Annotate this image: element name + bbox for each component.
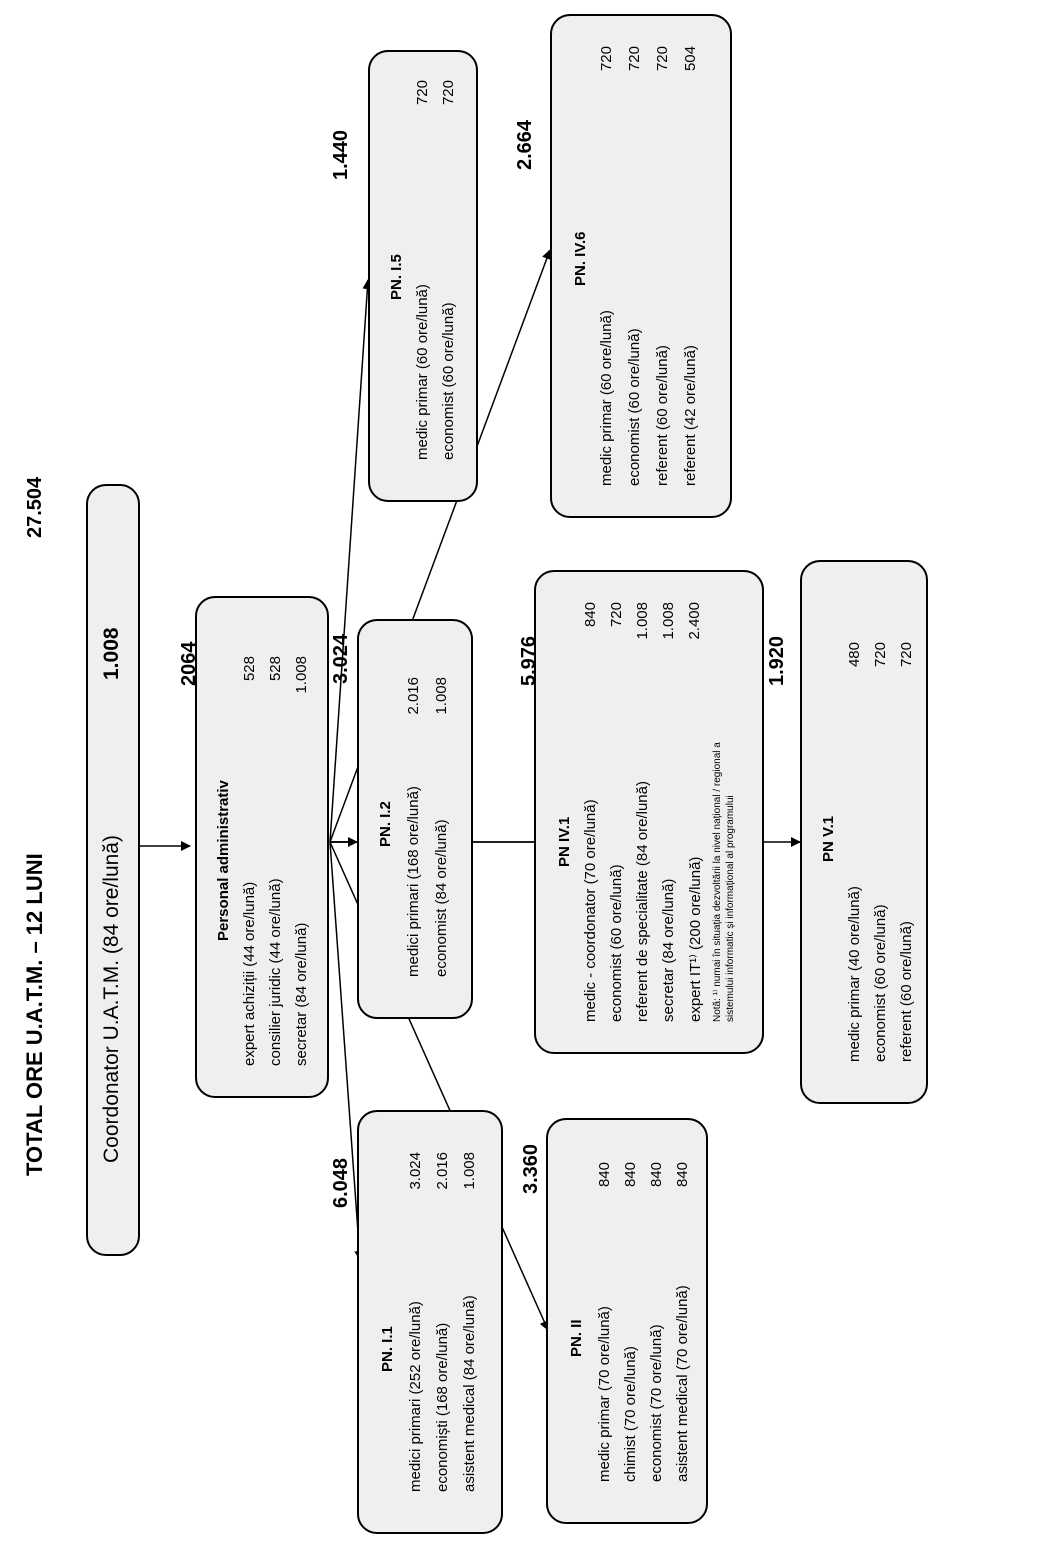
- pn-i1-row-value: 3.024: [407, 1152, 424, 1190]
- pn-i5-row-label: economist (60 ore/lună): [440, 302, 457, 460]
- pn-iv6-box: PN. IV.6 medic primar (60 ore/lună) 720 …: [550, 14, 732, 518]
- pn-iv1-note: sistemului informatic și informațional a…: [725, 795, 736, 1022]
- admin-row-value: 1.008: [293, 656, 310, 694]
- pn-ii-row-label: chimist (70 ore/lună): [622, 1346, 639, 1482]
- pn-i1-row-value: 1.008: [461, 1152, 478, 1190]
- pn-ii-row-value: 840: [648, 1162, 665, 1188]
- pn-i1-row-label: economiști (168 ore/lună): [434, 1322, 451, 1492]
- pn-v1-title: PN V.1: [820, 815, 837, 862]
- pn-i5-row-label: medic primar (60 ore/lună): [414, 284, 431, 460]
- arrow-to-pn-i1: [329, 841, 365, 1261]
- pn-iv6-row-value: 720: [654, 46, 671, 72]
- pn-ii-row-label: asistent medical (70 ore/lună): [674, 1285, 691, 1482]
- grand-total: 27.504: [24, 476, 46, 538]
- pn-iv1-box: PN IV.1 medic - coordonator (70 ore/lună…: [534, 570, 764, 1054]
- pn-ii-row-value: 840: [674, 1162, 691, 1188]
- pn-i1-total: 6.048: [330, 1157, 352, 1208]
- pn-i2-total: 3.024: [330, 633, 352, 684]
- admin-row-value: 528: [267, 656, 284, 682]
- pn-iv1-note: Notă: ¹⁾ numai în situația dezvoltării l…: [712, 742, 723, 1022]
- pn-iv6-row-label: referent (60 ore/lună): [654, 345, 671, 486]
- pn-iv6-row-label: medic primar (60 ore/lună): [598, 310, 615, 486]
- pn-i2-row-value: 1.008: [433, 677, 450, 715]
- pn-ii-row-label: economist (70 ore/lună): [648, 1324, 665, 1482]
- pn-iv6-row-label: referent (42 ore/lună): [682, 345, 699, 486]
- pn-ii-row-value: 840: [622, 1162, 639, 1188]
- admin-row-label: consilier juridic (44 ore/lună): [267, 878, 284, 1066]
- pn-i5-row-value: 720: [414, 80, 431, 106]
- coordinator-label: Coordonator U.A.T.M. (84 ore/lună): [100, 835, 123, 1163]
- pn-i5-row-value: 720: [440, 80, 457, 106]
- pn-iv6-row-value: 720: [598, 46, 615, 72]
- pn-i5-box: PN. I.5 medic primar (60 ore/lună) 720 e…: [368, 50, 478, 502]
- pn-ii-row-label: medic primar (70 ore/lună): [596, 1306, 613, 1482]
- pn-iv6-title: PN. IV.6: [572, 231, 589, 286]
- pn-v1-row-value: 720: [898, 642, 915, 668]
- pn-iv1-row-value: 2.400: [686, 602, 703, 640]
- admin-row-label: expert achiziții (44 ore/lună): [241, 881, 258, 1066]
- pn-i2-box: PN. I.2 medici primari (168 ore/lună) 2.…: [357, 619, 473, 1019]
- coordinator-box: Coordonator U.A.T.M. (84 ore/lună) 1.008: [86, 484, 140, 1256]
- pn-v1-row-label: referent (60 ore/lună): [898, 921, 915, 1062]
- pn-v1-row-value: 720: [872, 642, 889, 668]
- pn-iv6-row-label: economist (60 ore/lună): [626, 328, 643, 486]
- arrow-to-pn-i5: [329, 279, 373, 843]
- pn-ii-total: 3.360: [520, 1143, 542, 1194]
- pn-i2-row-value: 2.016: [405, 677, 422, 715]
- pn-iv1-row-value: 720: [608, 602, 625, 628]
- admin-row-value: 528: [241, 656, 258, 682]
- pn-iv1-row-label: secretar (84 ore/lună): [660, 878, 677, 1022]
- pn-i2-row-label: medici primari (168 ore/lună): [405, 786, 422, 977]
- pn-iv1-row-label: economist (60 ore/lună): [608, 864, 625, 1022]
- pn-i5-total: 1.440: [330, 129, 352, 180]
- pn-v1-box: PN V.1 medic primar (40 ore/lună) 480 ec…: [800, 560, 928, 1104]
- pn-iv6-row-value: 720: [626, 46, 643, 72]
- pn-ii-box: PN. II medic primar (70 ore/lună) 840 ch…: [546, 1118, 708, 1524]
- pn-i1-box: PN. I.1 medici primari (252 ore/lună) 3.…: [357, 1110, 503, 1534]
- pn-iv1-row-label: referent de specialitate (84 ore/lună): [634, 781, 651, 1022]
- pn-v1-row-label: medic primar (40 ore/lună): [846, 886, 863, 1062]
- pn-iv1-row-value: 1.008: [660, 602, 677, 640]
- pn-i5-title: PN. I.5: [388, 254, 405, 300]
- pn-v1-row-label: economist (60 ore/lună): [872, 904, 889, 1062]
- pn-ii-row-value: 840: [596, 1162, 613, 1188]
- pn-iv6-row-value: 504: [682, 46, 699, 72]
- pn-i2-row-label: economist (84 ore/lună): [433, 819, 450, 977]
- pn-iv1-title: PN IV.1: [556, 816, 573, 867]
- coordinator-hours: 1.008: [100, 627, 123, 680]
- pn-i1-row-value: 2.016: [434, 1152, 451, 1190]
- pn-i1-title: PN. I.1: [379, 1326, 396, 1372]
- pn-i2-title: PN. I.2: [377, 801, 394, 847]
- admin-title: Personal administrativ: [215, 780, 232, 941]
- pn-iv6-total: 2.664: [514, 119, 536, 170]
- pn-i1-row-label: medici primari (252 ore/lună): [407, 1301, 424, 1492]
- pn-iv1-row-label: expert IT¹⁾ (200 ore/lună): [687, 856, 704, 1022]
- pn-v1-total: 1.920: [766, 635, 788, 686]
- pn-iv1-row-value: 1.008: [634, 602, 651, 640]
- page-title: TOTAL ORE U.A.T.M. – 12 LUNI: [22, 853, 47, 1176]
- pn-i1-row-label: asistent medical (84 ore/lună): [461, 1295, 478, 1492]
- pn-v1-row-value: 480: [846, 642, 863, 668]
- admin-row-label: secretar (84 ore/lună): [293, 922, 310, 1066]
- pn-ii-title: PN. II: [568, 1319, 585, 1357]
- pn-iv1-row-label: medic - coordonator (70 ore/lună): [582, 799, 599, 1022]
- pn-iv1-row-value: 840: [582, 602, 599, 628]
- admin-box: Personal administrativ expert achiziții …: [195, 596, 329, 1098]
